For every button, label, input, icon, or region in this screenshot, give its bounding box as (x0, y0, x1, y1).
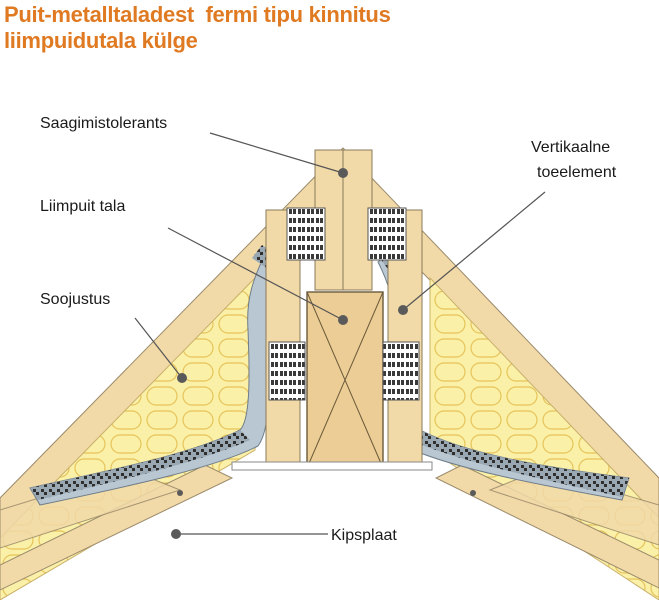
bottom-plate (231, 461, 433, 471)
ceiling-boards (0, 464, 659, 591)
roof-sheathing (0, 147, 659, 539)
label-saagimistolerants: Saagimistolerants (40, 115, 167, 132)
label-vertikaalne-line1: Vertikaalne (531, 139, 610, 156)
label-vertikaalne-line2: toeelement (537, 164, 617, 181)
dot-vertikaalne (398, 305, 408, 315)
dot-liimpuit-tala (338, 315, 348, 325)
leader-lines (134, 132, 546, 535)
dot-kipsplaat (171, 529, 181, 539)
dot-soojustus (177, 373, 187, 383)
title-line-2: liimpuidutala külge (4, 28, 198, 53)
dot-saagimistolerants (338, 168, 348, 178)
nail-plates (268, 207, 420, 401)
label-liimpuit-tala: Liimpuit tala (40, 198, 125, 215)
label-kipsplaat: Kipsplaat (331, 527, 397, 544)
leader-dots (171, 168, 476, 539)
diagram-title: Puit-metalltaladest fermi tipu kinnitus … (4, 2, 654, 54)
label-soojustus: Soojustus (40, 291, 110, 308)
title-line-1: Puit-metalltaladest fermi tipu kinnitus (4, 2, 391, 27)
